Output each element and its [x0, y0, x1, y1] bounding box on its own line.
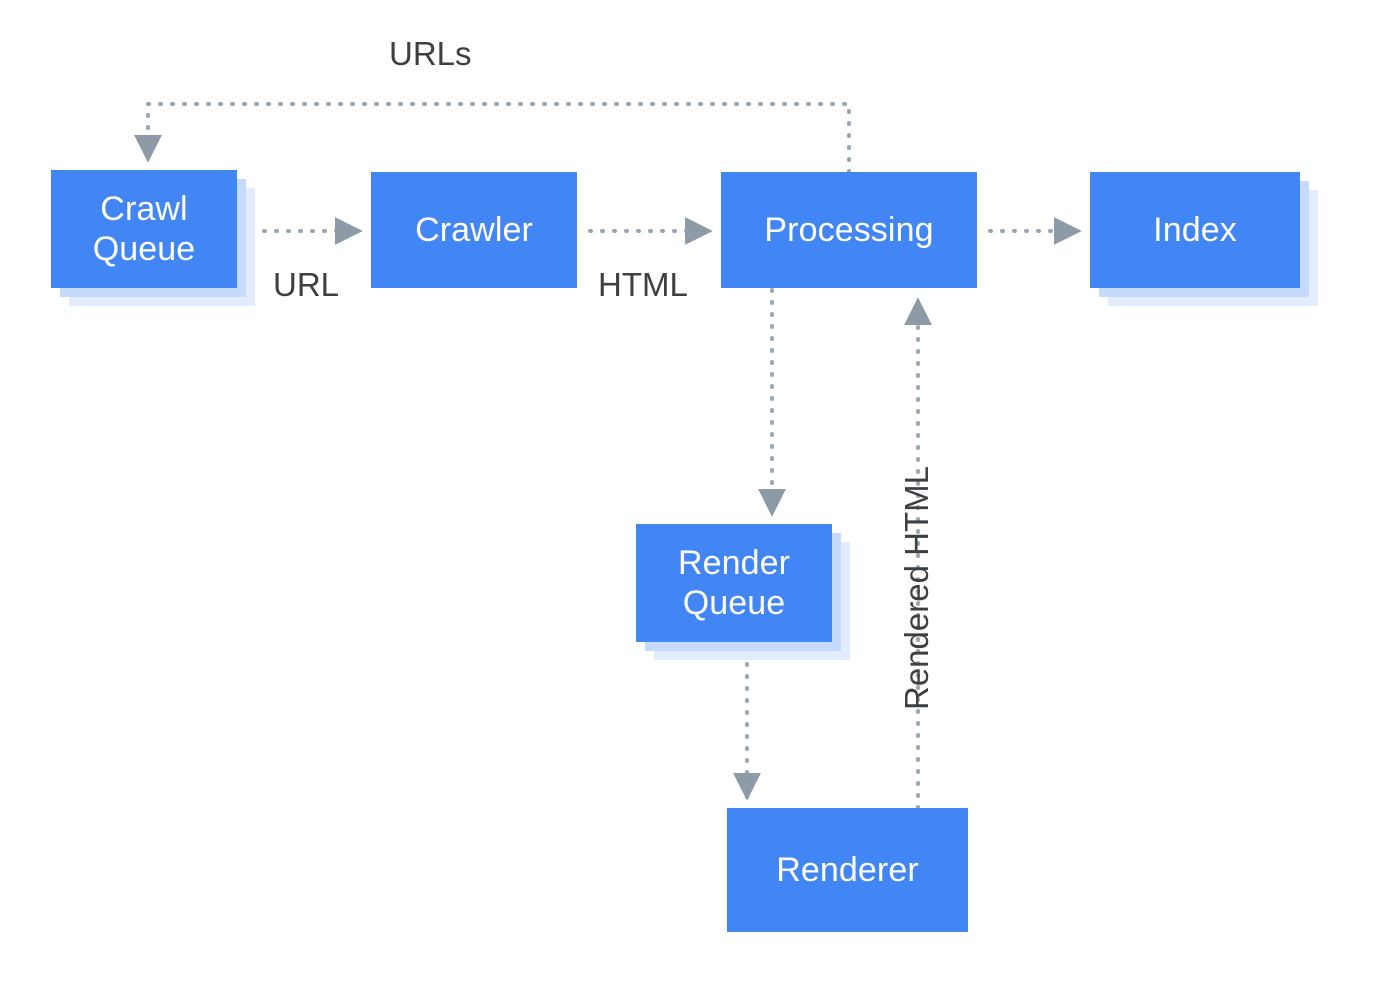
edge-label-html: HTML [598, 266, 688, 303]
edge-label-url: URL [273, 266, 340, 303]
node-label-crawler: Crawler [415, 210, 533, 249]
node-crawl-queue[interactable]: Crawl Queue [51, 170, 255, 306]
node-face: Processing [721, 172, 977, 288]
node-processing[interactable]: Processing [721, 172, 977, 288]
node-crawler[interactable]: Crawler [371, 172, 577, 288]
node-label-crawl-queue: Crawl Queue [92, 189, 196, 268]
node-index[interactable]: Index [1090, 172, 1318, 306]
node-face: Crawler [371, 172, 577, 288]
edge-urls [134, 102, 851, 174]
node-label-renderer: Renderer [776, 850, 919, 889]
node-label-processing: Processing [764, 210, 934, 249]
node-renderer[interactable]: Renderer [727, 808, 968, 932]
node-face: Index [1090, 172, 1300, 288]
node-face: Renderer [727, 808, 968, 932]
node-render-queue[interactable]: Render Queue [636, 524, 850, 660]
edge-label-rendered-html: Rendered HTML [898, 466, 935, 710]
node-face: Crawl Queue [51, 170, 237, 288]
edge-label-urls: URLs [389, 35, 472, 72]
node-label-render-queue: Render Queue [677, 543, 791, 622]
node-face: Render Queue [636, 524, 832, 642]
node-label-index: Index [1153, 210, 1237, 249]
